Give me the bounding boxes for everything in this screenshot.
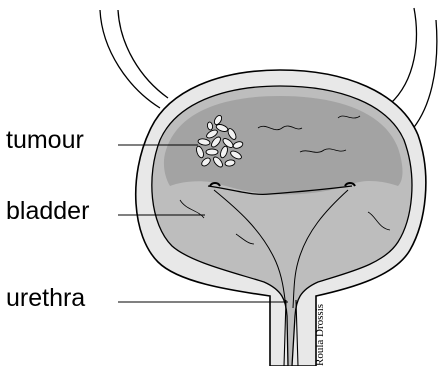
outer-body-line xyxy=(100,10,160,108)
bladder-label: bladder xyxy=(6,199,89,224)
outer-body-line-right-inner xyxy=(410,20,437,132)
urethra-label: urethra xyxy=(6,286,85,311)
outer-body-line-inner xyxy=(118,10,168,98)
tumour-label: tumour xyxy=(6,128,84,153)
artist-credit: Roula Drossis xyxy=(314,276,326,366)
outer-body-line-right xyxy=(390,8,416,104)
